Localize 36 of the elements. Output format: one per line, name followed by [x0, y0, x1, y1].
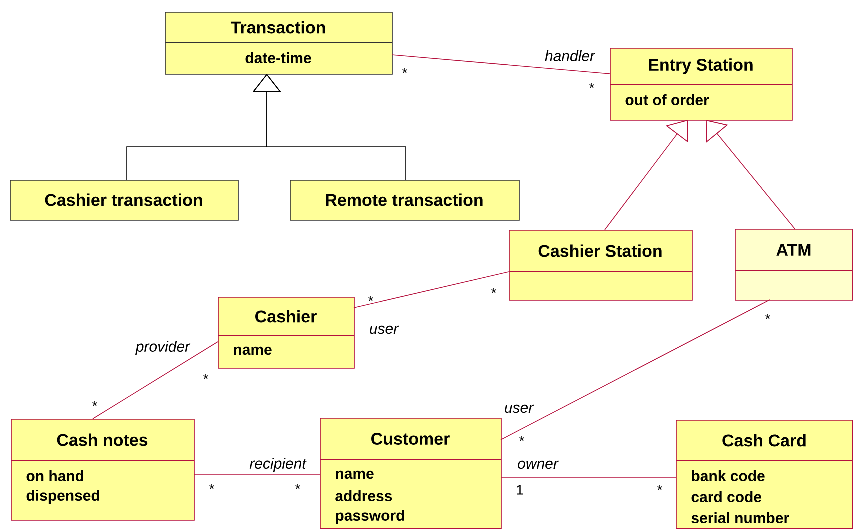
role-label: user	[503, 404, 535, 414]
class-box: Customer name address password	[320, 418, 502, 529]
class-box: Cash notes on hand dispensed	[10, 419, 195, 521]
role-label: user	[368, 324, 400, 336]
class-box: Cashier transaction	[10, 180, 239, 221]
multiplicity-label: *	[210, 484, 215, 490]
class-box: Cashier name	[218, 297, 355, 369]
multiplicity-label: 1	[517, 485, 524, 495]
multiplicity-label: *	[766, 314, 771, 320]
class-box: Remote transaction	[290, 180, 520, 221]
role-label: handler	[544, 49, 596, 62]
role-label: provider	[134, 340, 192, 356]
multiplicity-label: *	[520, 436, 525, 442]
class-box: Cashier Station	[508, 230, 693, 301]
role-label: recipient	[248, 457, 308, 473]
multiplicity-label: *	[590, 83, 595, 88]
class-box: Transaction date-time	[164, 12, 393, 75]
multiplicity-label: *	[92, 401, 98, 406]
class-box: Entry Station out of order	[610, 48, 793, 121]
association-line	[194, 474, 320, 476]
generalization-arrow	[706, 120, 796, 230]
association-line	[92, 342, 218, 420]
class-box: Cash Card bank code card code serial number	[676, 420, 853, 529]
generalization-arrow	[604, 120, 688, 230]
role-label: owner	[516, 460, 560, 470]
association-line	[500, 300, 770, 440]
class-box: ATM	[734, 229, 853, 301]
multiplicity-label: *	[658, 485, 663, 490]
generalization-arrow	[252, 74, 406, 180]
multiplicity-label: *	[368, 296, 374, 302]
multiplicity-label: *	[296, 484, 301, 490]
multiplicity-label: *	[492, 288, 497, 294]
association-line	[354, 272, 510, 308]
multiplicity-label: *	[204, 374, 209, 380]
multiplicity-label: *	[402, 68, 408, 74]
association-line	[392, 54, 610, 74]
